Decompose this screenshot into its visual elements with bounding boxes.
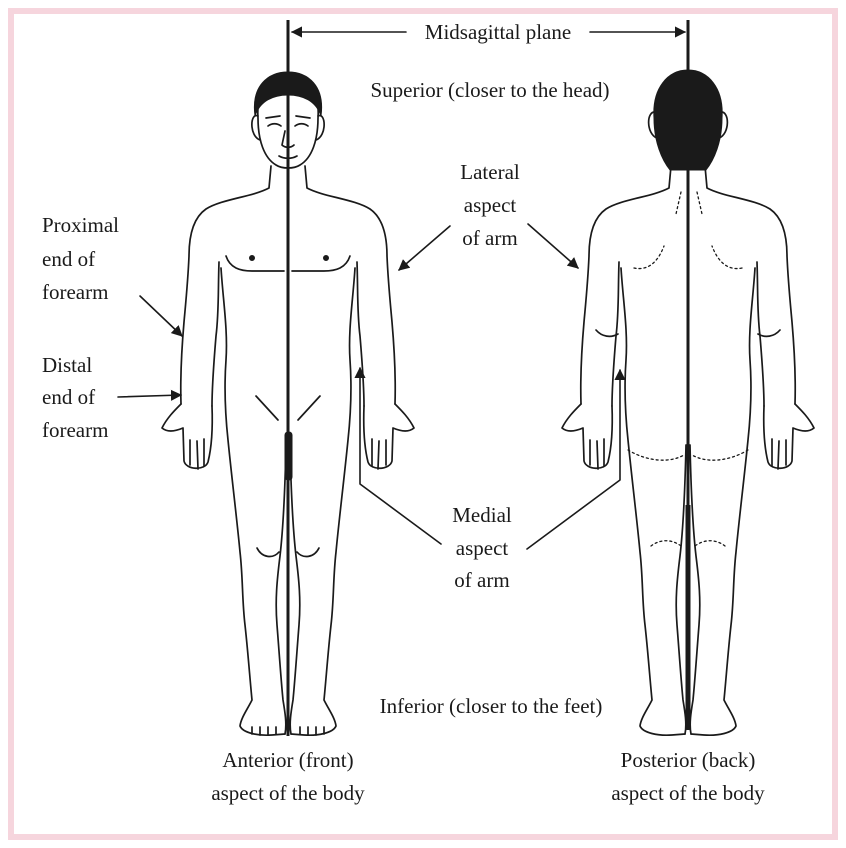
lateral-arrow-anterior [398, 225, 451, 271]
posterior-caption-line-2: aspect of the body [611, 781, 765, 805]
proximal-arrow [139, 295, 183, 337]
chest-line-right [291, 255, 351, 272]
lateral-label-line-1: Lateral [460, 160, 520, 184]
toes-left [251, 726, 277, 736]
back-of-knee-left [650, 540, 682, 547]
upper-back-line-left [675, 191, 682, 215]
elbow-crease-right [757, 329, 781, 338]
medial-arrow-anterior [354, 366, 442, 545]
right-nipple [323, 255, 329, 261]
anterior-right-ear [315, 114, 325, 141]
scapula-line-right [711, 245, 743, 270]
groin-crease-right [297, 395, 321, 421]
gluteal-fold-left [627, 449, 685, 461]
lateral-arrow-posterior [527, 223, 579, 269]
anterior-left-ear [251, 114, 261, 141]
toes-right [299, 726, 325, 736]
posterior-body-left-half [561, 165, 687, 737]
proximal-label-line-3: forearm [42, 280, 108, 304]
medial-label-line-1: Medial [452, 503, 512, 527]
distal-label-line-2: end of [42, 385, 95, 409]
midsagittal-plane-label: Midsagittal plane [425, 20, 571, 44]
distal-label-line-3: forearm [42, 418, 108, 442]
pointer-arrows [117, 26, 687, 550]
proximal-label-line-2: end of [42, 247, 95, 271]
lateral-label-line-3: of arm [462, 226, 517, 250]
scapula-line-left [633, 245, 665, 270]
distal-arrow [117, 389, 183, 401]
superior-label: Superior (closer to the head) [370, 78, 609, 102]
diagram-labels: Midsagittal plane Superior (closer to th… [42, 20, 765, 805]
knee-left [256, 547, 280, 558]
anterior-figure [161, 20, 415, 737]
posterior-figure [561, 20, 815, 737]
medial-label-line-3: of arm [454, 568, 509, 592]
proximal-label-line-1: Proximal [42, 213, 119, 237]
medial-arrow-posterior [526, 368, 626, 550]
back-of-knee-right [694, 540, 726, 547]
chest-line-left [225, 255, 285, 272]
posterior-body-right-half [689, 165, 815, 737]
lateral-label-line-2: aspect [464, 193, 517, 217]
anterior-body-left-half [161, 165, 287, 737]
medial-label-line-2: aspect [456, 536, 509, 560]
eyebrows [265, 115, 311, 119]
anterior-caption-line-2: aspect of the body [211, 781, 365, 805]
posterior-caption-line-1: Posterior (back) [621, 748, 756, 772]
knee-right [296, 547, 320, 558]
anterior-caption-line-1: Anterior (front) [222, 748, 353, 772]
gluteal-fold-right [691, 449, 749, 461]
left-nipple [249, 255, 255, 261]
upper-back-line-right [696, 191, 703, 215]
eyes [267, 122, 309, 127]
distal-label-line-1: Distal [42, 353, 92, 377]
inferior-label: Inferior (closer to the feet) [380, 694, 603, 718]
elbow-crease-left [595, 329, 619, 338]
groin-crease-left [255, 395, 279, 421]
anterior-body-right-half [289, 165, 415, 737]
